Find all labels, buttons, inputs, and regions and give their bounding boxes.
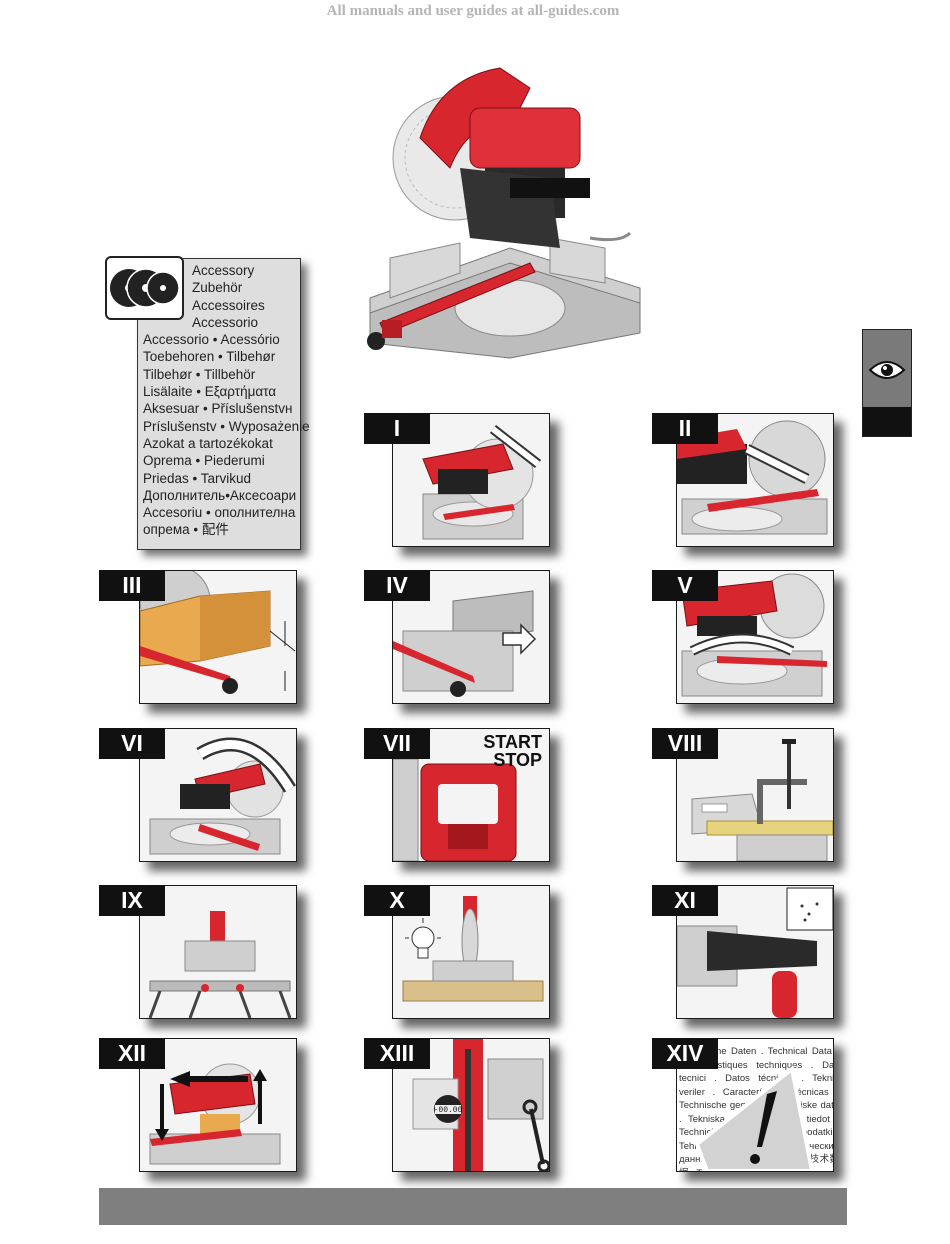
panel-vi <box>139 728 297 862</box>
start-text: START <box>483 732 542 752</box>
panel-iii-label: III <box>99 570 165 601</box>
panel-ix <box>139 885 297 1019</box>
accessory-multilang-line: Aksesuar • Příslušenstvн <box>143 401 293 417</box>
eye-icon <box>868 361 906 379</box>
panel-xiii: -00.00 <box>392 1038 550 1172</box>
accessory-multilang-line: Príslušenstv • Wyposażenie <box>143 418 310 434</box>
accessory-multilang-line: опрема • 配件 <box>143 522 229 538</box>
panel-i <box>392 413 550 547</box>
panel-xii <box>139 1038 297 1172</box>
accessory-multilang-line: Toebehoren • Tilbehør <box>143 349 276 365</box>
panel-xi-label: XI <box>652 885 718 916</box>
start-stop-label: START STOP <box>468 733 542 769</box>
accessory-multilang-line: Accessorio • Acessório <box>143 332 280 348</box>
panel-i-label: I <box>364 413 430 444</box>
accessory-text: Accessory Zubehör Accessoires Accessorio… <box>143 262 310 539</box>
accessory-multilang-line: Azokat a tartozékokat <box>143 435 273 451</box>
accessory-line: Accessorio <box>192 314 259 330</box>
panel-viii-label: VIII <box>652 728 718 759</box>
panel-ix-label: IX <box>99 885 165 916</box>
accessory-line: Accessory <box>192 263 255 278</box>
panel-ii-label: II <box>652 413 718 444</box>
wrench-icon <box>522 1099 549 1171</box>
panel-vi-label: VI <box>99 728 165 759</box>
panel-v-label: V <box>652 570 718 601</box>
accessory-multilang-line: Tilbehør • Tillbehör <box>143 366 256 382</box>
stop-text: STOP <box>493 750 542 770</box>
accessory-multilang-line: Priedas • Tarvikud <box>143 470 252 486</box>
accessory-line: Zubehör <box>192 280 243 296</box>
panel-iv-label: IV <box>364 570 430 601</box>
panel-xiv-label: XIV <box>652 1038 718 1069</box>
panel-iii <box>139 570 297 704</box>
panel-x-label: X <box>364 885 430 916</box>
light-bulb-icon <box>405 918 441 959</box>
bottom-bar <box>99 1188 847 1225</box>
saw-blades-icon <box>105 256 184 320</box>
accessory-multilang-line: Lisälaite • Εξαρτήματα <box>143 384 277 400</box>
accessory-multilang-line: Дополнитель•Аксесоари <box>143 487 297 503</box>
clamp-display: -00.00 <box>434 1106 463 1115</box>
view-tab <box>862 329 912 437</box>
accessory-multilang-line: Oprema • Piederumi <box>143 453 265 469</box>
panel-xii-label: XII <box>99 1038 165 1069</box>
panel-xiii-label: XIII <box>364 1038 430 1069</box>
panel-v <box>676 570 834 704</box>
accessory-multilang-line: Accesoriu • ополнителна <box>143 505 296 521</box>
miter-saw-illustration <box>360 58 645 368</box>
watermark: All manuals and user guides at all-guide… <box>326 3 620 19</box>
panel-vii-label: VII <box>364 728 430 759</box>
accessory-line: Accessoires <box>192 297 265 313</box>
warning-exclamation-icon <box>694 1065 815 1171</box>
